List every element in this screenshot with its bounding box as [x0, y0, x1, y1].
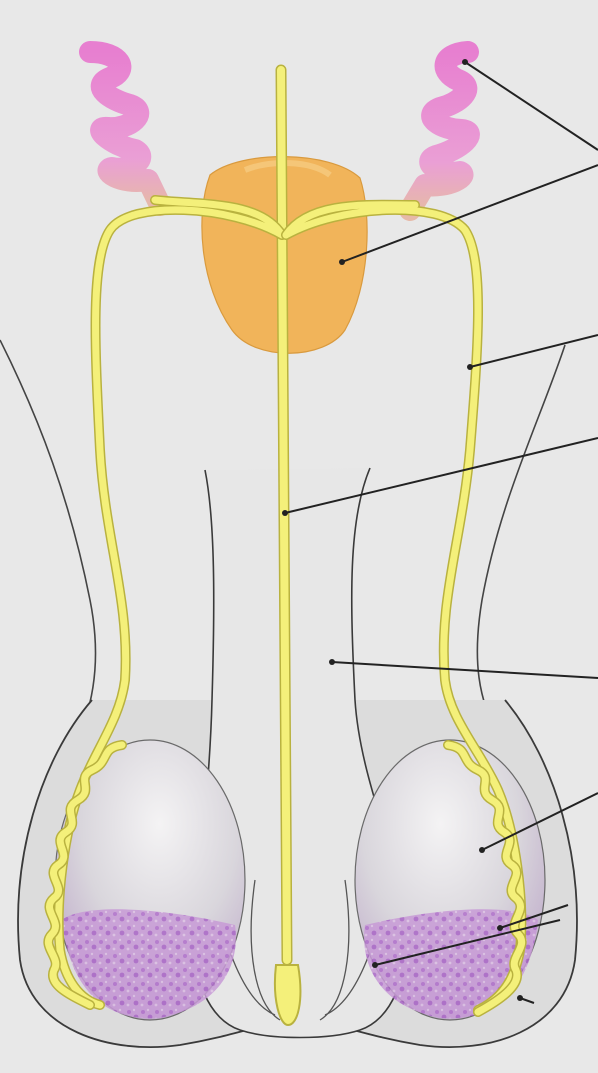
diagram-canvas	[0, 0, 598, 1073]
reproductive-system-diagram	[0, 0, 598, 1073]
